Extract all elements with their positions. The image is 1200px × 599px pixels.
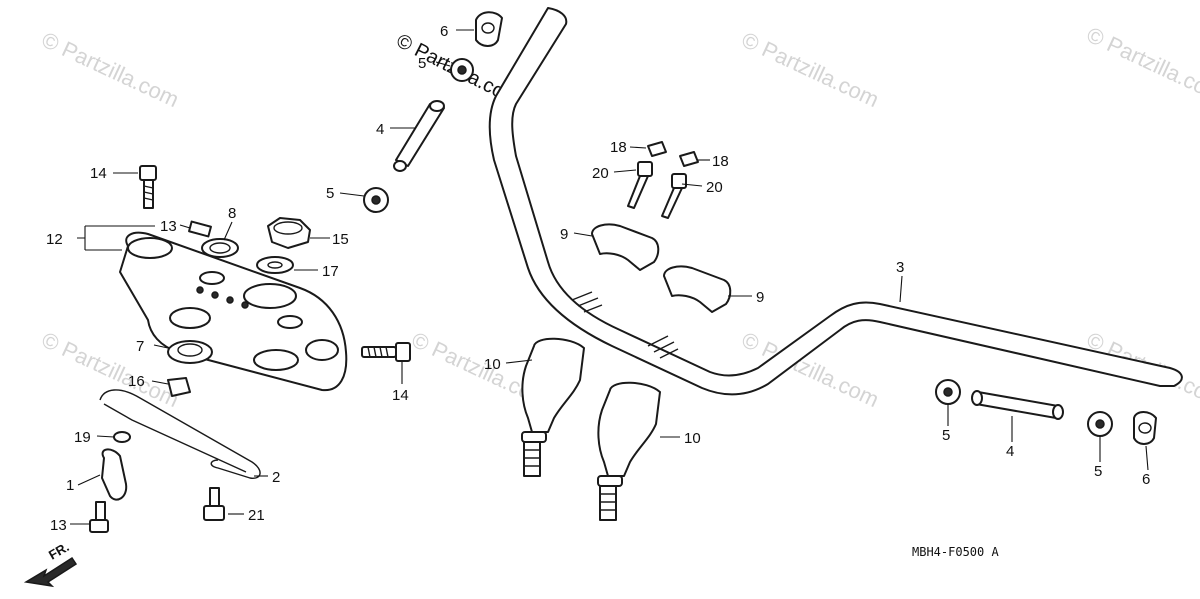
- bolt-20-left[interactable]: [627, 161, 653, 209]
- callout-21: 21: [248, 507, 265, 524]
- callout-10-right: 10: [684, 430, 701, 447]
- star-5-mid[interactable]: [363, 187, 389, 213]
- callout-7: 7: [136, 338, 144, 355]
- wire-clip-2[interactable]: [99, 389, 261, 479]
- cap-16[interactable]: [167, 377, 191, 397]
- callout-1: 1: [66, 477, 74, 494]
- watermark-3: © Partzilla.com: [1083, 22, 1200, 107]
- riser-10-right[interactable]: [597, 381, 661, 521]
- callout-19: 19: [74, 429, 91, 446]
- bolt-13[interactable]: [89, 501, 109, 533]
- riser-10-left[interactable]: [521, 337, 585, 477]
- callout-20-right: 20: [706, 179, 723, 196]
- callout-4-top: 4: [376, 121, 384, 138]
- washer-19[interactable]: [113, 431, 131, 443]
- callout-14-lower: 14: [392, 387, 409, 404]
- callout-6-right: 6: [1142, 471, 1150, 488]
- bolt-21[interactable]: [203, 487, 225, 521]
- callout-6-top: 6: [440, 23, 448, 40]
- callout-16: 16: [128, 373, 145, 390]
- bearing-7[interactable]: [167, 340, 213, 364]
- callout-20-left: 20: [592, 165, 609, 182]
- watermark-1: © Partzilla.com: [38, 27, 183, 112]
- callout-13: 13: [50, 517, 67, 534]
- callout-12: 13: [160, 218, 177, 235]
- bolt-14-top[interactable]: [139, 165, 157, 209]
- callout-9-upper: 9: [560, 226, 568, 243]
- clamp-9-upper[interactable]: [591, 223, 660, 271]
- callout-3: 3: [896, 259, 904, 276]
- end-cap-6-top[interactable]: [475, 11, 503, 47]
- callout-18-left: 18: [610, 139, 627, 156]
- seal-8[interactable]: [201, 238, 239, 258]
- plate-12[interactable]: [188, 220, 212, 238]
- front-indicator: FR.: [46, 539, 72, 562]
- diagram-code: MBH4-F0500 A: [912, 545, 999, 559]
- callout-10-left: 10: [484, 356, 501, 373]
- callout-9-lower: 9: [756, 289, 764, 306]
- callout-14-top: 14: [90, 165, 107, 182]
- bolt-14-lower[interactable]: [361, 342, 411, 362]
- callout-4-right: 4: [1006, 443, 1014, 460]
- callout-2: 2: [272, 469, 280, 486]
- weight-4-right[interactable]: [971, 390, 1064, 420]
- callout-15: 15: [332, 231, 349, 248]
- callout-18-right: 18: [712, 153, 729, 170]
- washer-17[interactable]: [256, 256, 294, 274]
- handlebar[interactable]: [488, 7, 1183, 396]
- bolt-20-right[interactable]: [661, 173, 687, 219]
- nut-15[interactable]: [267, 217, 311, 249]
- callout-11: 12: [46, 231, 63, 248]
- star-5-top[interactable]: [450, 58, 474, 82]
- callout-5-right-b: 5: [1094, 463, 1102, 480]
- cap-18-right[interactable]: [679, 151, 699, 167]
- cap-18-left[interactable]: [647, 141, 667, 157]
- callout-labels: 14 12 13 8 15 17 7 16 14 19 1 2 13 21 6 …: [46, 23, 1150, 534]
- star-5-right-b[interactable]: [1087, 411, 1113, 437]
- callout-5-top: 5: [418, 55, 426, 72]
- top-bridge[interactable]: [119, 231, 348, 392]
- star-5-right-a[interactable]: [935, 379, 961, 405]
- leader-lines: [70, 29, 1149, 525]
- watermark-2: © Partzilla.com: [738, 27, 883, 112]
- clamp-1[interactable]: [101, 448, 128, 501]
- weight-4-top[interactable]: [393, 100, 445, 172]
- front-arrow-icon: FR.: [23, 539, 78, 588]
- callout-5-mid: 5: [326, 185, 334, 202]
- callout-5-right-a: 5: [942, 427, 950, 444]
- callout-8: 8: [228, 205, 236, 222]
- clamp-9-lower[interactable]: [663, 265, 732, 313]
- callout-17: 17: [322, 263, 339, 280]
- end-cap-6-right[interactable]: [1133, 411, 1157, 445]
